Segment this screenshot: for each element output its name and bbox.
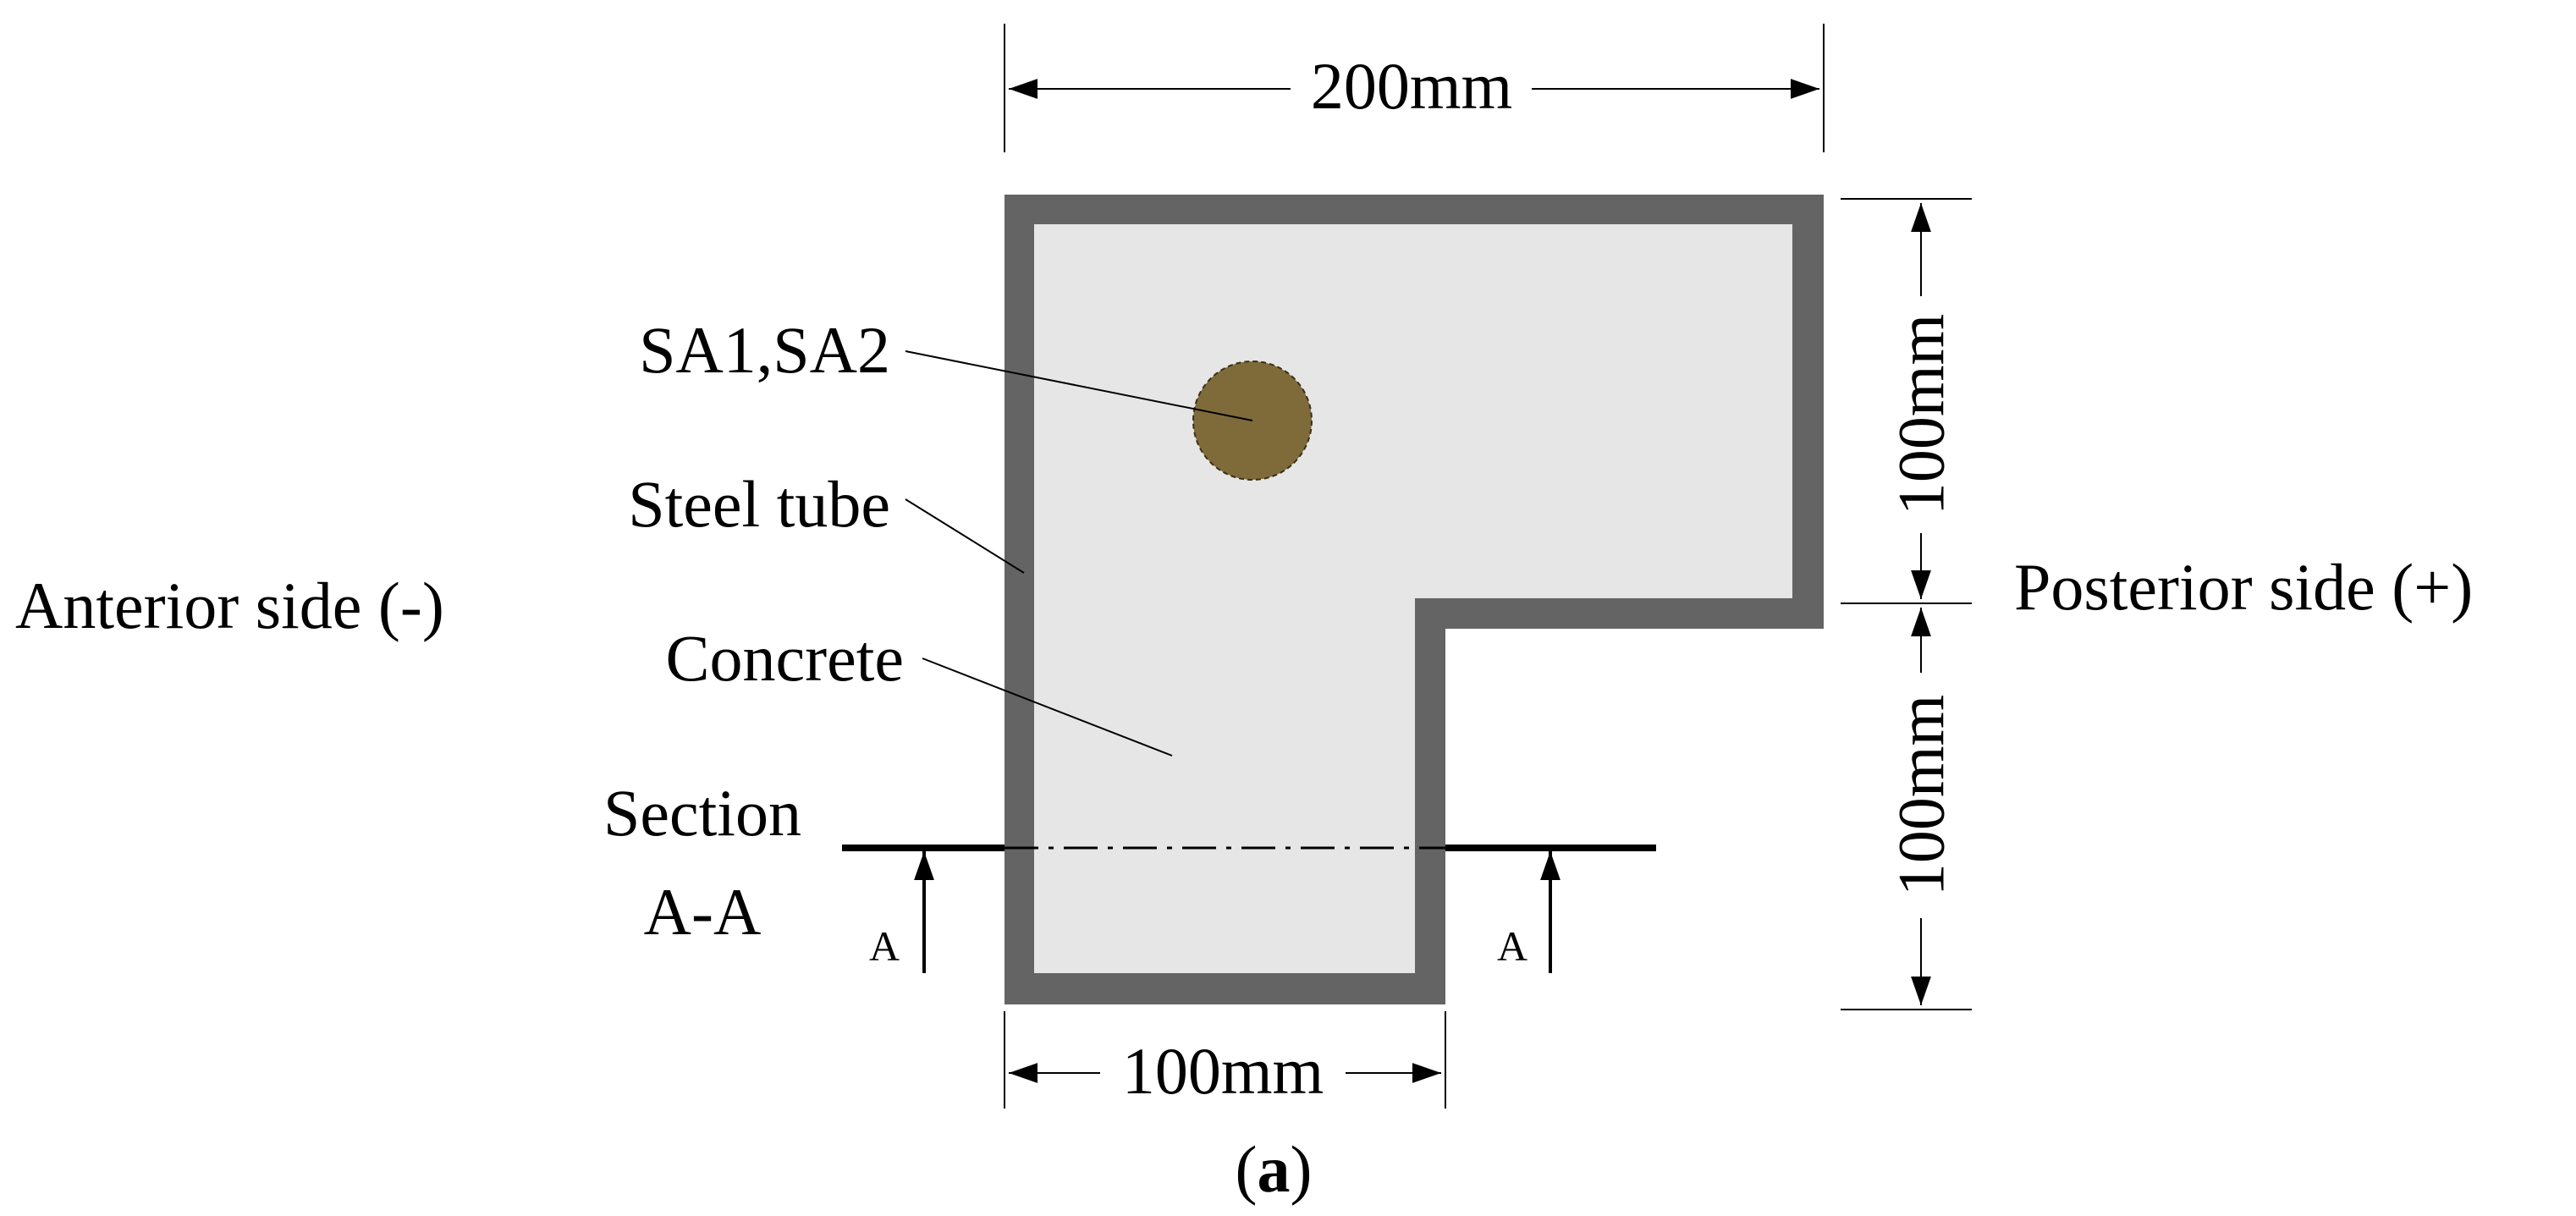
posterior-label: Posterior side (+) [2014,550,2473,624]
tube-label: Steel tube [628,467,890,541]
tube-leader [905,498,1025,574]
top-dim-label: 200mm [1311,49,1512,123]
anterior-label: Anterior side (-) [15,569,444,642]
right-lower-dim-label: 100mm [1885,695,1958,896]
bottom-dim-label: 100mm [1122,1034,1324,1108]
caption-letter: a [1258,1132,1291,1206]
section-arrow-left-label: A [869,922,900,970]
caption-close: ) [1291,1132,1313,1206]
section-label-line2: A-A [644,875,762,949]
sensor-leader [905,350,1253,421]
concrete-label: Concrete [665,621,904,695]
caption-open: ( [1236,1132,1258,1206]
right-upper-dim-label: 100mm [1885,314,1958,515]
section-label-line1: Section [603,776,801,850]
section-arrow-right-label: A [1497,922,1527,970]
figure-caption: (a) [1236,1132,1313,1206]
concrete-leader [922,658,1173,757]
sensor-label: SA1,SA2 [639,313,890,387]
